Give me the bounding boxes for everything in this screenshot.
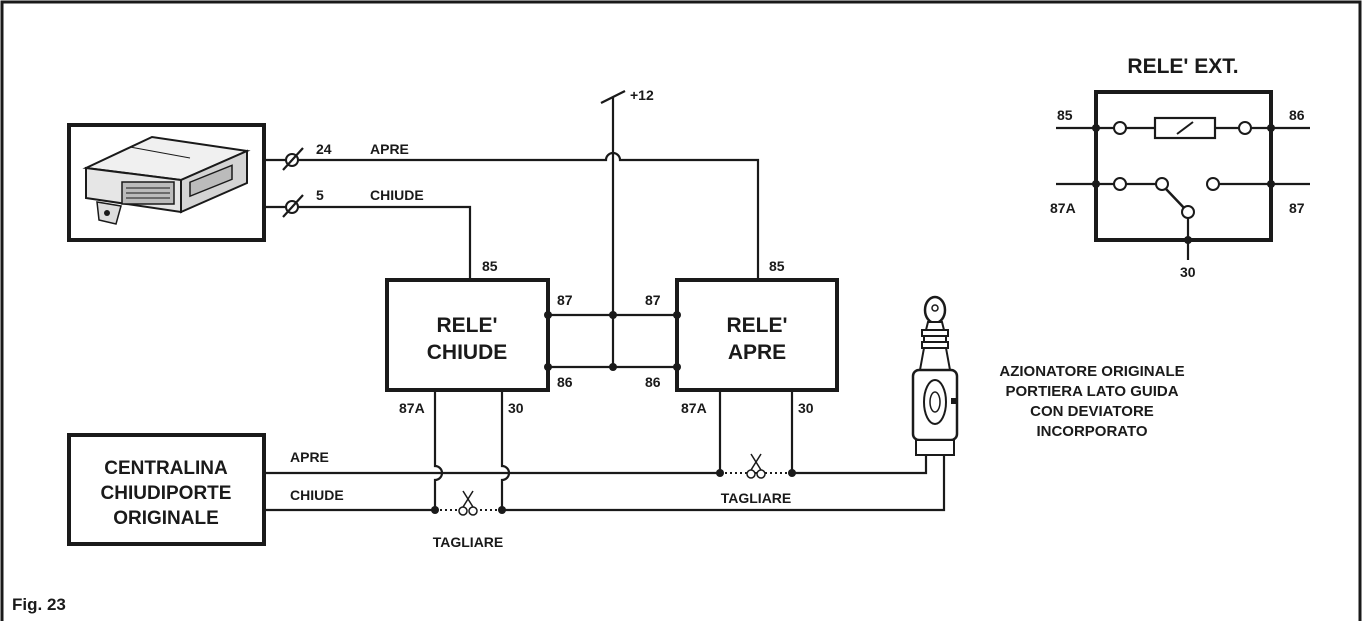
junction-dot	[673, 311, 681, 319]
relay-open-pin-85: 85	[769, 258, 785, 274]
relay-ext-pin-30: 30	[1180, 264, 1196, 280]
junction-dot	[544, 363, 552, 371]
relay-open-pin-87a: 87A	[681, 400, 707, 416]
relay-ext-pin-85: 85	[1057, 107, 1073, 123]
relay-close-pin-30: 30	[508, 400, 524, 416]
supply-label: +12	[630, 87, 654, 103]
relay-close-title-line1: RELE'	[436, 314, 497, 337]
actuator-label-line1: AZIONATORE ORIGINALE	[999, 363, 1184, 380]
relay-ext-pin-87: 87	[1289, 200, 1305, 216]
junction-dot	[609, 363, 617, 371]
ecu-open-wire-label: APRE	[370, 141, 409, 157]
original-unit-line1: CENTRALINA	[104, 458, 228, 479]
junction-dot	[609, 311, 617, 319]
supply-plus12: +12	[600, 87, 654, 367]
close-wire-to-actuator	[502, 455, 946, 512]
close-signal-wire	[298, 205, 472, 280]
ecu-close-wire-label: CHIUDE	[370, 187, 424, 203]
junction-dot	[788, 469, 796, 477]
relay-ext-symbol	[1056, 90, 1310, 260]
relay-open-title-line2: APRE	[728, 341, 786, 364]
ecu-pin-open-label: 24	[316, 141, 332, 157]
junction-dot	[716, 469, 724, 477]
original-unit-line3: ORIGINALE	[113, 508, 219, 529]
relay-ext-pin-87a: 87A	[1050, 200, 1076, 216]
cut-label-open: TAGLIARE	[721, 490, 792, 506]
relay-close-pin-85: 85	[482, 258, 498, 274]
relay-close-title-line2: CHIUDE	[427, 341, 508, 364]
cut-label-close: TAGLIARE	[433, 534, 504, 550]
original-close-wire-label: CHIUDE	[290, 487, 344, 503]
original-unit-line2: CHIUDIPORTE	[101, 483, 232, 504]
junction-dot	[673, 363, 681, 371]
relay-open-pin-87: 87	[645, 292, 661, 308]
relay-open-title-line1: RELE'	[726, 314, 787, 337]
relay-ext-pin-86: 86	[1289, 107, 1305, 123]
door-actuator	[911, 295, 959, 456]
actuator-label-line3: CON DEVIATORE	[1030, 403, 1154, 420]
relay-open-pin-30: 30	[798, 400, 814, 416]
relay-close-pin-87a: 87A	[399, 400, 425, 416]
original-open-wire-label: APRE	[290, 449, 329, 465]
actuator-label-line2: PORTIERA LATO GUIDA	[1005, 383, 1178, 400]
ecu-pin-24-terminal	[264, 147, 304, 171]
figure-caption: Fig. 23	[12, 595, 66, 614]
alarm-ecu	[67, 123, 266, 242]
relay-close: RELE' CHIUDE	[385, 278, 550, 392]
relay-close-87a-leg	[433, 390, 444, 510]
open-signal-wire	[298, 151, 760, 280]
relay-ext-title: RELE' EXT.	[1127, 55, 1238, 78]
open-wire-to-actuator	[792, 455, 928, 475]
alarm-ecu-picture	[82, 135, 251, 225]
relay-close-pin-87: 87	[557, 292, 573, 308]
scissors-icon	[458, 490, 478, 516]
original-lock-unit: CENTRALINA CHIUDIPORTE ORIGINALE	[67, 433, 266, 546]
actuator-label-line4: INCORPORATO	[1036, 423, 1147, 440]
ecu-pin-5-terminal	[264, 194, 304, 218]
relay-close-pin-86: 86	[557, 374, 573, 390]
scissors-icon	[746, 453, 766, 479]
relay-open-pin-86: 86	[645, 374, 661, 390]
junction-dot	[544, 311, 552, 319]
junction-dot	[498, 506, 506, 514]
junction-dot	[431, 506, 439, 514]
relay-open: RELE' APRE	[675, 278, 839, 392]
ecu-pin-close-label: 5	[316, 187, 324, 203]
